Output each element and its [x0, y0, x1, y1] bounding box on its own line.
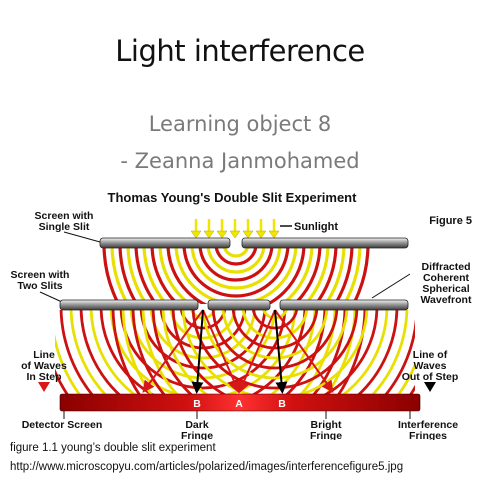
two-slits-label-2: Two Slits [17, 280, 62, 292]
ray-arrows [142, 309, 334, 394]
out-step-label-3: Out of Step [402, 371, 459, 383]
diffracted-label-3: Spherical [422, 283, 469, 295]
letter-b-left: B [193, 398, 201, 410]
out-step-arrow-icon [424, 382, 436, 392]
in-step-label-1: Line [33, 349, 55, 361]
two-slits-label-1: Screen with [11, 269, 70, 281]
two-slit-screen [59, 299, 409, 311]
figure-source-url: http://www.microscopyu.com/articles/pola… [10, 461, 404, 473]
interference-label-2: Fringes [409, 430, 447, 440]
detector-screen-bar [59, 393, 421, 412]
diffracted-label-1: Diffracted [421, 261, 470, 273]
single-slit-label-1: Screen with [35, 210, 94, 222]
figure-label: Figure 5 [429, 215, 472, 227]
sunlight-arrows [194, 219, 276, 232]
sunlight-label: Sunlight [294, 221, 338, 233]
bright-fringe-label-2: Fringe [310, 430, 342, 440]
diffracted-label-4: Wavefront [421, 294, 472, 306]
single-slit-wavefronts [102, 244, 370, 304]
out-step-label-1: Line of [413, 349, 448, 361]
detector-screen-label: Detector Screen [22, 419, 103, 431]
sunlight-arrowheads [190, 230, 280, 239]
single-slit-label-2: Single Slit [39, 221, 90, 233]
double-slit-diagram: Thomas Young's Double Slit Experiment Fi… [0, 186, 480, 442]
slide-subtitle-learning-object: Learning object 8 [148, 112, 332, 136]
dark-fringe-label-1: Dark [185, 419, 209, 431]
out-step-label-2: Waves [414, 360, 447, 372]
interference-label-1: Interference [398, 419, 458, 431]
letter-b-right: B [278, 398, 286, 410]
in-step-arrow-icon [38, 382, 50, 392]
diffracted-label-2: Coherent [423, 272, 470, 284]
double-slit-svg: Thomas Young's Double Slit Experiment Fi… [11, 190, 472, 442]
slide-subtitle-author: - Zeanna Janmohamed [120, 149, 360, 173]
bright-fringe-label-1: Bright [311, 419, 342, 431]
letter-a: A [235, 398, 243, 410]
single-slit-screen [99, 237, 409, 249]
dark-fringe-label-2: Fringe [181, 430, 213, 440]
in-step-label-2: of Waves [21, 360, 67, 372]
detector-tick-lines [63, 411, 411, 419]
in-step-label-3: In Step [26, 371, 61, 383]
figure-caption: figure 1.1 young’s double slit experimen… [10, 442, 216, 454]
figure-heading: Thomas Young's Double Slit Experiment [108, 190, 358, 205]
slide-title: Light interference [115, 34, 365, 68]
